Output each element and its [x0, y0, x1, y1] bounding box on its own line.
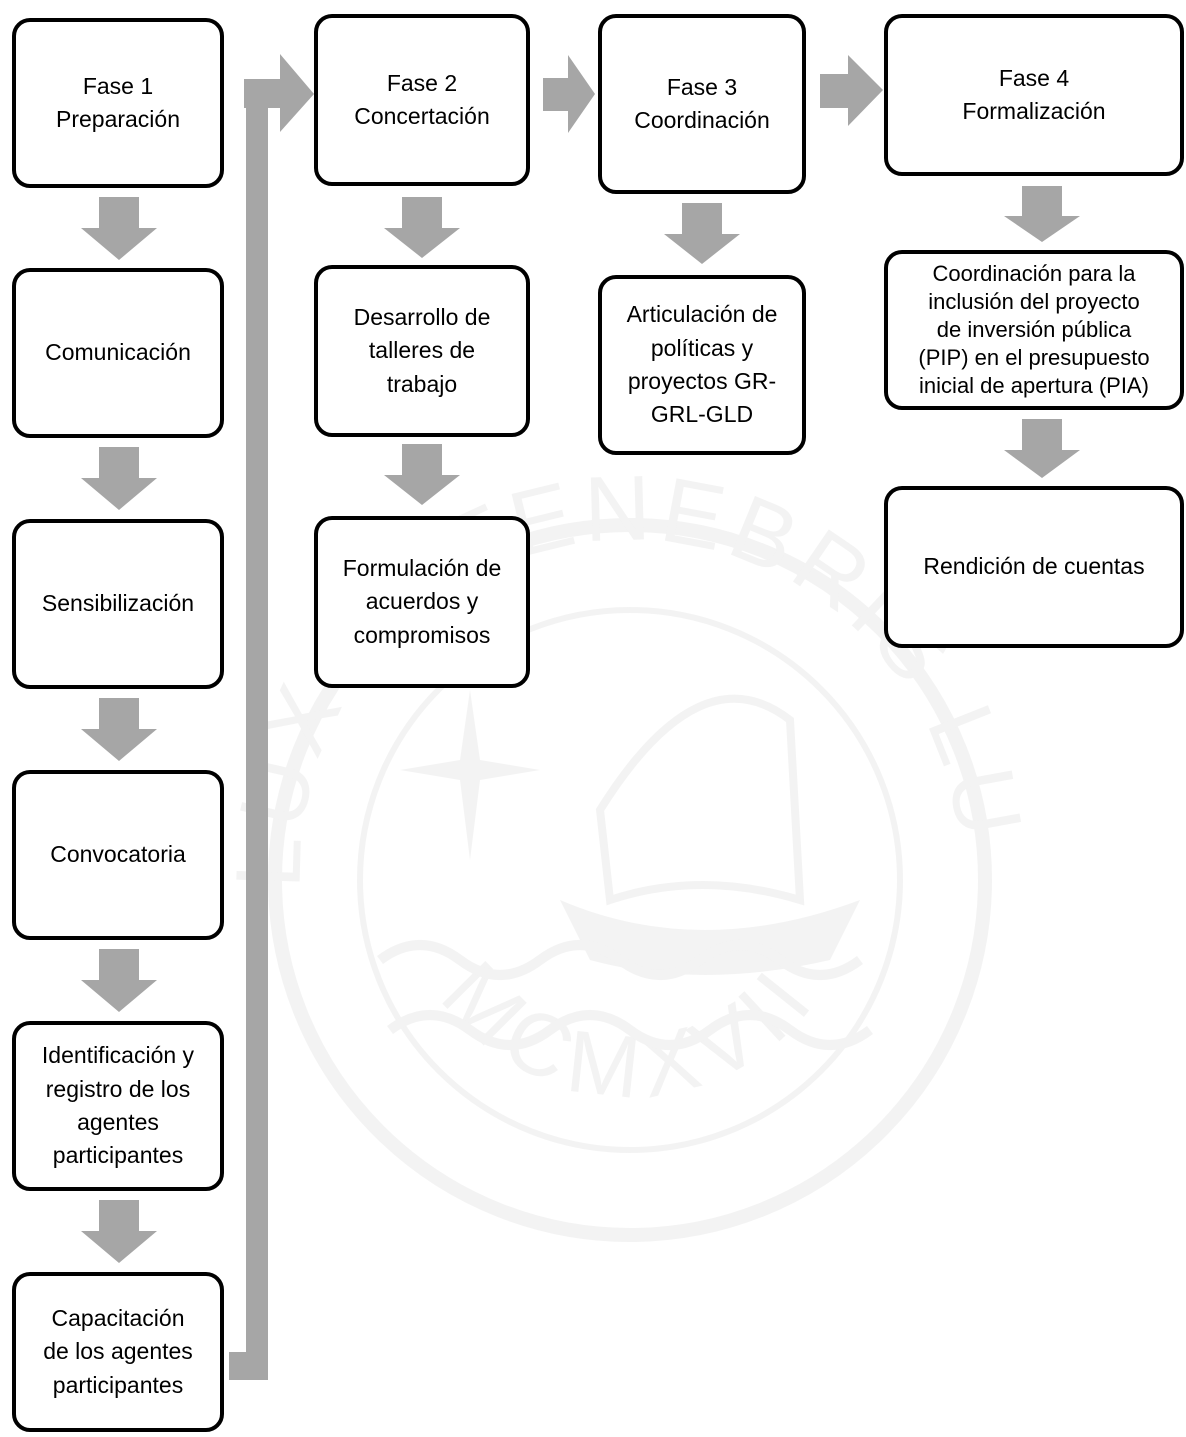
phase-1-header: Fase 1 Preparación: [12, 18, 224, 188]
right-arrow-icon: [543, 55, 595, 133]
step-formulacion-acuerdos: Formulación de acuerdos y compromisos: [314, 516, 530, 688]
step-rendicion-cuentas: Rendición de cuentas: [884, 486, 1184, 648]
step-articulacion-politicas: Articulación de políticas y proyectos GR…: [598, 275, 806, 455]
down-arrow-icon: [81, 1200, 157, 1263]
step-coordinacion-pip: Coordinación para la inclusión del proye…: [884, 250, 1184, 410]
step-convocatoria: Convocatoria: [12, 770, 224, 940]
phase-4-header: Fase 4 Formalización: [884, 14, 1184, 176]
step-identificacion: Identificación y registro de los agentes…: [12, 1021, 224, 1191]
step-capacitacion: Capacitación de los agentes participante…: [12, 1272, 224, 1432]
down-arrow-icon: [81, 698, 157, 761]
down-arrow-icon: [81, 197, 157, 260]
phase-2-header: Fase 2 Concertación: [314, 14, 530, 186]
right-arrow-icon: [820, 55, 883, 126]
step-desarrollo-talleres: Desarrollo de talleres de trabajo: [314, 265, 530, 437]
connector-arrow-icon: [229, 54, 314, 1380]
down-arrow-icon: [1004, 419, 1080, 478]
step-sensibilizacion: Sensibilización: [12, 519, 224, 689]
down-arrow-icon: [664, 203, 740, 264]
down-arrow-icon: [384, 444, 460, 505]
step-comunicacion: Comunicación: [12, 268, 224, 438]
down-arrow-icon: [1004, 186, 1080, 242]
down-arrow-icon: [81, 949, 157, 1012]
down-arrow-icon: [384, 197, 460, 258]
phase-3-header: Fase 3 Coordinación: [598, 14, 806, 194]
down-arrow-icon: [81, 447, 157, 510]
